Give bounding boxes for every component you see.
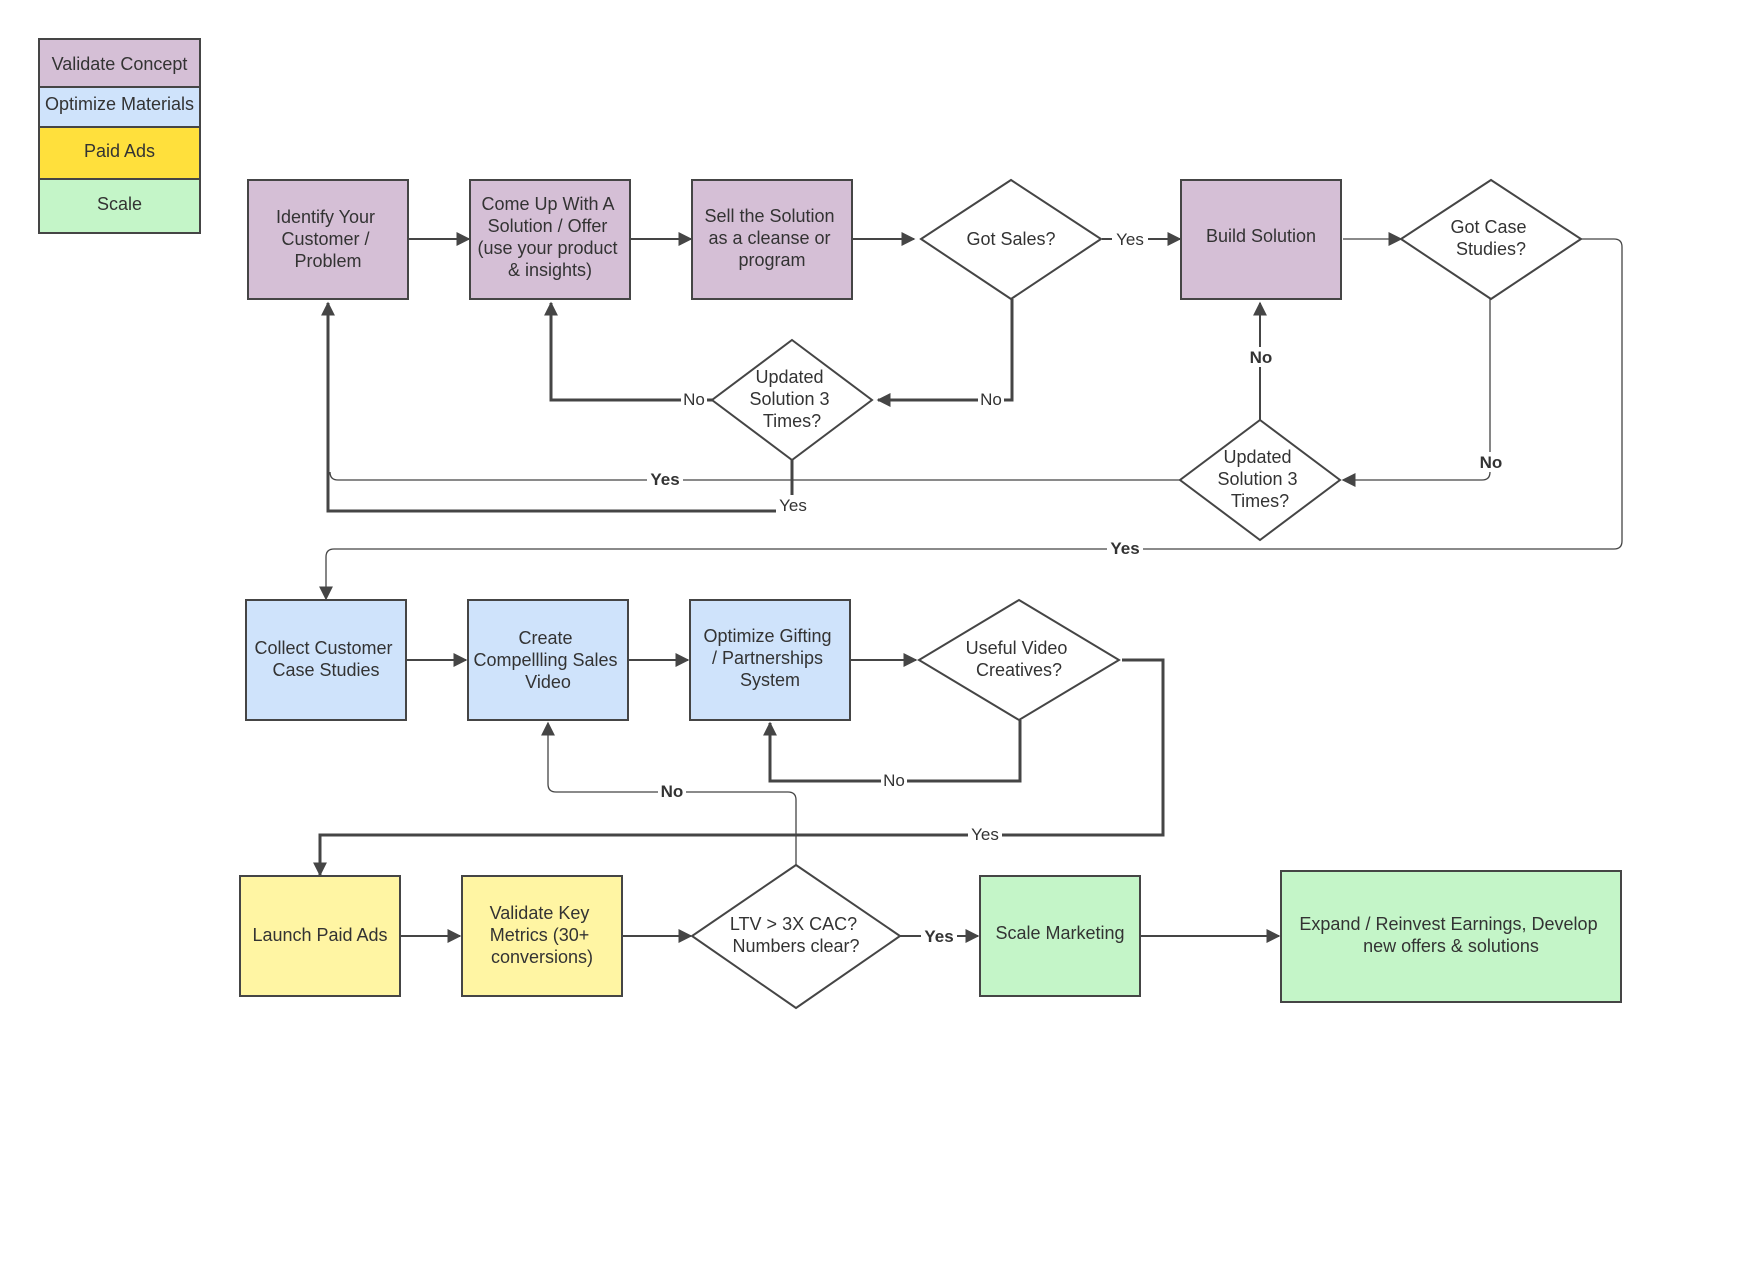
node-got-case-studies: [1399, 178, 1583, 301]
edge-label-updated1-yes: Yes: [779, 496, 807, 515]
node-labels: Identify Your Customer / Problem Come Up…: [252, 194, 1602, 967]
edge-labels: Yes No No Yes Yes No No Yes No Yes No Ye…: [647, 229, 1505, 946]
edge-label-ltv-no: No: [661, 782, 684, 801]
edge-updated1-yes: [321, 301, 794, 513]
edge-label-ltv-yes: Yes: [924, 927, 953, 946]
node-updated-2-label: Updated Solution 3 Times?: [1217, 447, 1302, 511]
legend-label-paid-ads: Paid Ads: [84, 141, 155, 161]
node-identify-label: Identify Your Customer / Problem: [276, 207, 380, 271]
node-sales-video-label: Create Compellling Sales Video: [473, 628, 622, 692]
node-expand: [1280, 870, 1622, 1003]
edge-case-studies-yes: [319, 238, 1623, 601]
node-sales-video: [467, 599, 629, 721]
edge-case-studies-no: [1341, 299, 1491, 487]
legend-item-optimize-materials: [38, 86, 201, 128]
node-validate-metrics: [461, 875, 623, 997]
node-gifting-label: Optimize Gifting / Partnerships System: [703, 626, 836, 690]
edge-label-useful-no: No: [883, 771, 905, 790]
node-launch-ads-label: Launch Paid Ads: [252, 925, 387, 945]
legend-item-scale: [38, 178, 201, 234]
node-solution-offer-label: Come Up With A Solution / Offer (use you…: [477, 194, 622, 280]
node-got-case-studies-label: Got Case Studies?: [1450, 217, 1531, 259]
node-scale-marketing-label: Scale Marketing: [995, 923, 1124, 943]
node-updated-2: [1178, 418, 1342, 542]
legend-label-scale: Scale: [97, 194, 142, 214]
node-sell-solution: [691, 179, 853, 300]
node-gifting: [689, 599, 851, 721]
node-build-solution-label: Build Solution: [1206, 226, 1316, 246]
node-build-solution: [1180, 179, 1342, 300]
node-sell-solution-label: Sell the Solution as a cleanse or progra…: [704, 206, 839, 270]
node-collect-case-studies: [245, 599, 407, 721]
node-collect-case-studies-label: Collect Customer Case Studies: [254, 638, 397, 680]
edge-label-case-studies-no: No: [1480, 453, 1503, 472]
edge-useful-yes: [313, 658, 1165, 877]
legend-item-validate-concept: [38, 38, 201, 88]
edge-label-useful-yes: Yes: [971, 825, 999, 844]
node-got-sales-label: Got Sales?: [966, 229, 1055, 249]
edge-label-got-sales-yes: Yes: [1116, 230, 1144, 249]
legend-label-optimize-materials: Optimize Materials: [45, 94, 194, 114]
node-launch-ads: [239, 875, 401, 997]
edge-label-case-studies-yes: Yes: [1110, 539, 1139, 558]
node-expand-label: Expand / Reinvest Earnings, Develop new …: [1299, 914, 1602, 956]
edge-label-got-sales-no: No: [980, 390, 1002, 409]
legend-label-validate-concept: Validate Concept: [52, 54, 188, 74]
node-got-sales: [919, 178, 1103, 301]
node-validate-metrics-label: Validate Key Metrics (30+ conversions): [490, 903, 595, 967]
edge-got-sales-no: [876, 299, 1014, 407]
node-useful-video: [917, 598, 1121, 722]
node-updated-1-label: Updated Solution 3 Times?: [749, 367, 834, 431]
edge-label-updated2-yes: Yes: [650, 470, 679, 489]
node-updated-1: [710, 338, 874, 462]
node-useful-video-label: Useful Video Creatives?: [966, 638, 1073, 680]
node-solution-offer: [469, 179, 631, 300]
edge-updated2-yes: [329, 471, 1180, 481]
node-scale-marketing: [979, 875, 1141, 997]
edge-label-updated1-no: No: [683, 390, 705, 409]
node-identify: [247, 179, 409, 300]
node-ltv-cac: [690, 863, 902, 1010]
edge-updated1-no: [544, 301, 713, 402]
edge-label-updated2-no: No: [1250, 348, 1273, 367]
nodes: [239, 178, 1622, 1010]
legend: Validate Concept Optimize Materials Paid…: [38, 38, 201, 234]
node-ltv-cac-label: LTV > 3X CAC? Numbers clear?: [730, 914, 862, 956]
